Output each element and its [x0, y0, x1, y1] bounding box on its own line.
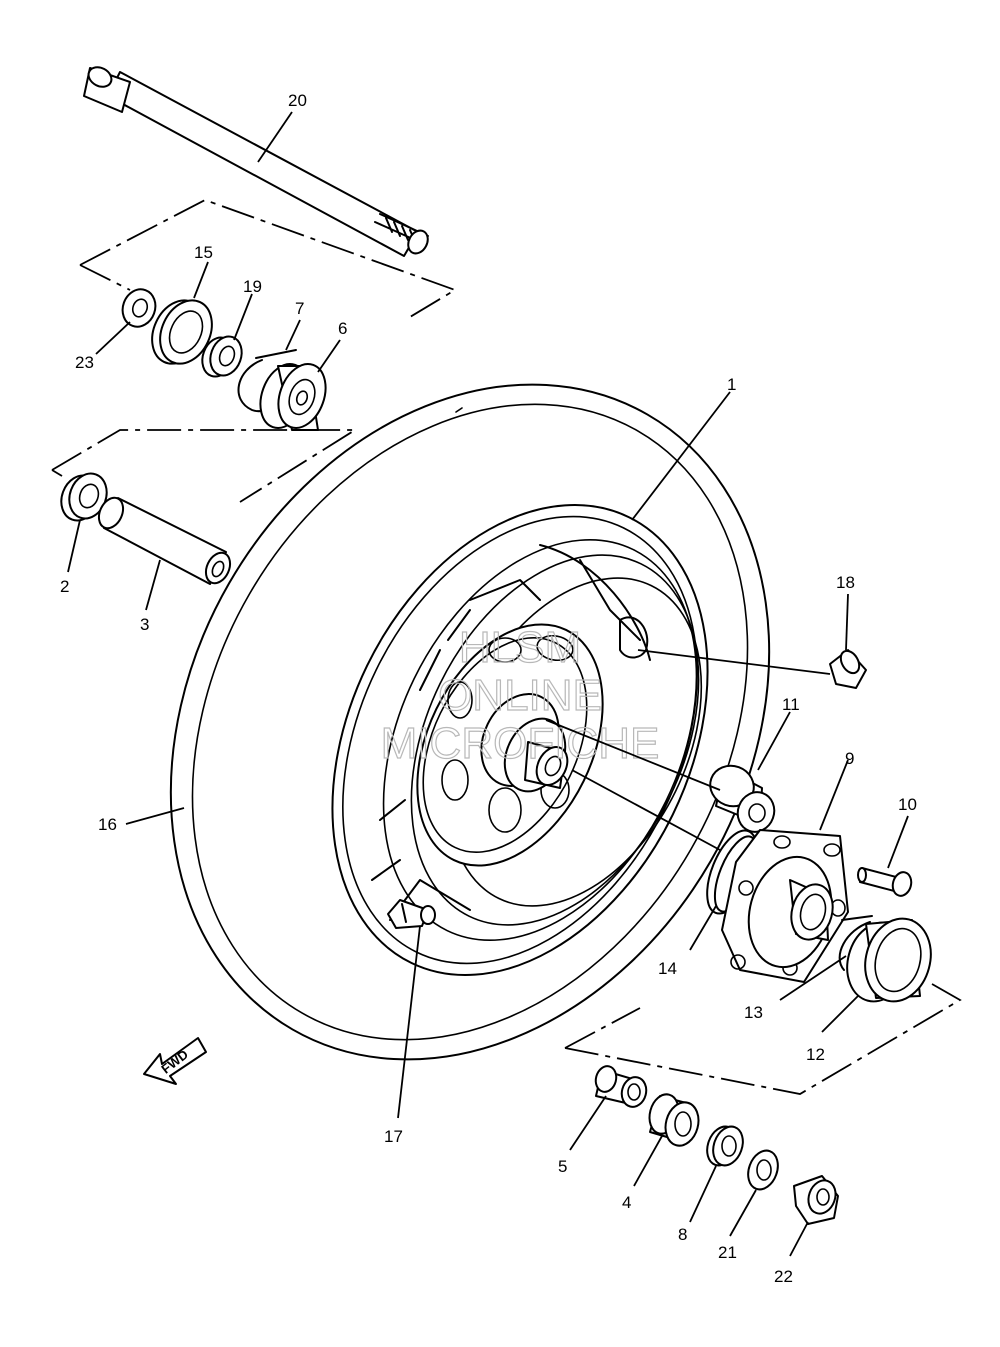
washer-part-8	[706, 1125, 744, 1167]
leader-lines	[67, 111, 909, 1257]
circlip-part-13	[838, 915, 873, 971]
callout-9: 9	[845, 749, 854, 768]
balance-weight-part-18	[829, 649, 867, 689]
washer-part-21	[747, 1149, 779, 1191]
callout-2: 2	[60, 577, 69, 596]
callout-7: 7	[295, 299, 304, 318]
callout-10: 10	[898, 795, 917, 814]
callout-1: 1	[727, 375, 736, 394]
callout-23: 23	[75, 353, 94, 372]
watermark-line-1: HLSM	[459, 623, 581, 672]
callout-16: 16	[98, 815, 117, 834]
callout-14: 14	[658, 959, 677, 978]
right-side-parts-group	[564, 983, 962, 1095]
nut-part-22	[793, 1175, 839, 1225]
clutch-hub-part-9	[721, 829, 849, 983]
collar-part-19	[201, 335, 243, 378]
callout-17: 17	[384, 1127, 403, 1146]
callout-15: 15	[194, 243, 213, 262]
axle-part-20	[83, 66, 429, 257]
callout-22: 22	[774, 1267, 793, 1286]
collar-part-4	[648, 1093, 700, 1147]
callout-5: 5	[558, 1157, 567, 1176]
spacer-part-3	[97, 496, 232, 585]
cast-wheel-part-1	[331, 503, 709, 977]
callout-21: 21	[718, 1243, 737, 1262]
watermark: HLSM ONLINE MICROFICHE	[380, 622, 660, 768]
callout-20: 20	[288, 91, 307, 110]
watermark-line-2: ONLINE	[438, 671, 602, 720]
washer-part-23	[121, 288, 157, 328]
watermark-line-3: MICROFICHE	[381, 719, 660, 768]
callout-13: 13	[744, 1003, 763, 1022]
bearing-part-6	[259, 363, 327, 431]
callout-8: 8	[678, 1225, 687, 1244]
callout-labels: 1 2 3 4 5 6 7 8 9 10 11 12 13 14 15 16 1…	[60, 91, 917, 1286]
callout-4: 4	[622, 1193, 631, 1212]
callout-12: 12	[806, 1045, 825, 1064]
bolt-part-10	[857, 867, 913, 897]
bearing-part-12	[846, 917, 932, 1003]
valve-part-17	[387, 899, 436, 929]
collar-part-11	[709, 764, 776, 833]
forward-direction-arrow: FWD	[143, 1037, 207, 1085]
left-side-parts-group	[51, 199, 458, 503]
callout-6: 6	[338, 319, 347, 338]
callout-19: 19	[243, 277, 262, 296]
callout-3: 3	[140, 615, 149, 634]
oil-seal-part-15	[151, 299, 213, 365]
callout-11: 11	[782, 695, 800, 714]
callout-18: 18	[836, 573, 855, 592]
collar-part-5	[594, 1065, 648, 1108]
